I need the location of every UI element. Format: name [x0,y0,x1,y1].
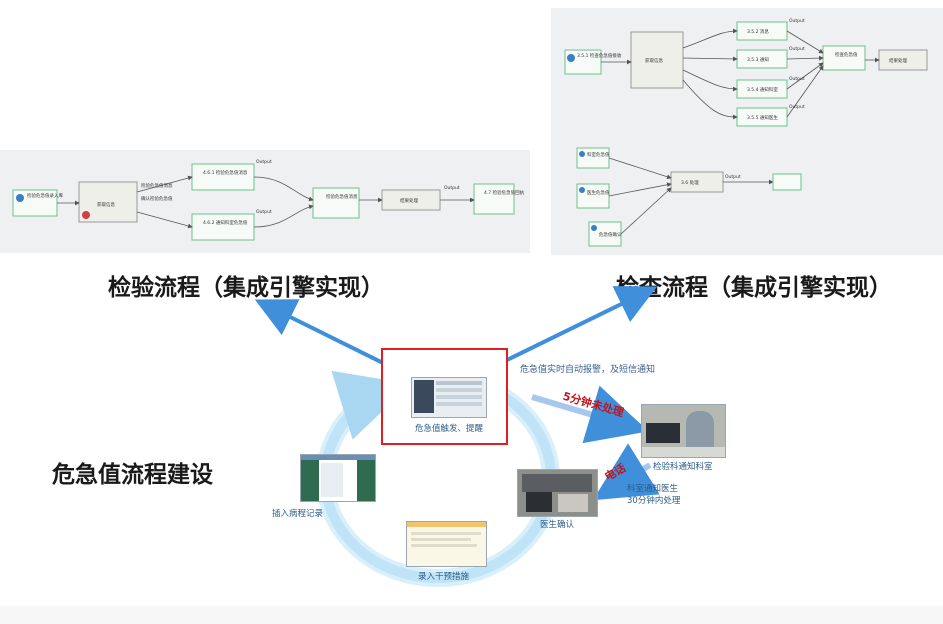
exam-edge-label-3: Output [789,76,805,82]
exam-node-2-label: 获取信息 [645,57,663,64]
exam-node-1-label: 3.5.1 检查危急值接收 [577,52,622,59]
lab-node-3 [191,163,255,191]
auto-alert-label: 危急值实时自动报警，及短信通知 [520,365,656,375]
lab-edge-label-5: Output [444,185,460,191]
exam-node-3-label: 3.5.2 消息 [747,28,769,35]
trigger-label: 危急值触发、提醒 [415,424,484,434]
lab-node-4-label: 4.6.2 通知科室危急值 [203,219,248,226]
lab-node-1-label: 检验危急值录入库 [27,192,63,199]
timeout-label: 5分钟未处理 [561,389,626,420]
trigger-screenshot [411,377,487,418]
exam-node-8-label: 结果处理 [889,57,907,64]
lab-node-2-label: 获取信息 [97,201,115,208]
lab-notify-label: 检验科通知科室 [653,462,713,472]
lab-workflow-diagram: 检验危急值录入库 获取信息 4.6.1 检验危急值消息 4.6.2 通知科室危急… [0,150,530,253]
record-measures-screenshot [406,521,487,567]
lab-workflow-svg: 检验危急值录入库 获取信息 4.6.1 检验危急值消息 4.6.2 通知科室危急… [12,159,525,241]
doctor-confirm-photo [517,469,598,517]
lab-node-3-label: 4.6.1 检验危急值消息 [203,169,248,176]
doctor-confirm-label: 医生确认 [540,520,575,530]
exam-node-7 [822,45,866,71]
record-measures-label: 录入干预措施 [418,572,470,582]
lab-edge-label-3: Output [256,159,272,165]
exam-workflow-svg: 3.5.1 检查危急值接收 获取信息 3.5.2 消息 3.5.3 通知 3.5… [564,18,928,247]
exam-node-9 [576,147,610,169]
lab-node-7-label: 4.7 检验危急值回执 [484,189,525,196]
footer-strip [0,606,943,624]
lab-notify-photo [641,404,726,458]
exam-edge-label-4: Output [789,104,805,110]
exam-node-5-label: 3.5.4 通知科室 [747,86,778,93]
exam-node-6-label: 3.5.5 通知医生 [747,114,778,121]
exam-flow-heading: 检查流程（集成引擎实现） [616,275,892,301]
phone-label: 电话 [602,461,629,484]
arrow-to-lab-flow [254,299,384,365]
insert-record-screenshot [300,454,376,502]
exam-node-2 [630,31,684,89]
critical-flow-heading: 危急值流程建设 [52,462,213,488]
exam-node-11-label: 危急值确认 [599,231,622,238]
lab-node-7 [473,183,515,215]
exam-edge-label-2: Output [789,46,805,52]
insert-record-label: 插入病程记录 [272,509,324,519]
dept-notify-line1: 科室通知医生 [627,484,679,494]
exam-node-4-label: 3.5.3 通知 [747,56,769,63]
lab-edge-label-1: 检验危急值消息 [141,182,173,189]
lab-node-6-label: 结果处理 [400,197,418,204]
exam-node-7-label: 检查危急值 [835,51,858,58]
exam-node-10-label: 医生危急值 [587,189,610,196]
exam-workflow-diagram: 3.5.1 检查危急值接收 获取信息 3.5.2 消息 3.5.3 通知 3.5… [551,8,943,255]
lab-node-4 [191,213,255,241]
exam-node-12-label: 3.6 处理 [681,179,699,186]
lab-flow-heading: 检验流程（集成引擎实现） [108,275,384,301]
exam-node-9-label: 科室危急值 [587,151,610,158]
lab-edge-label-4: Output [256,209,272,215]
trigger-highlight-box: 危急值触发、提醒 [381,348,508,445]
exam-edge-label-1: Output [789,18,805,24]
lab-node-5-label: 检验危急值消息 [326,193,358,200]
dept-notify-line2: 30分钟内处理 [627,496,681,506]
lab-edge-label-2: 确认检验危急值 [141,195,173,202]
lab-node-5 [312,187,360,219]
exam-edge-label-5: Output [725,174,741,180]
